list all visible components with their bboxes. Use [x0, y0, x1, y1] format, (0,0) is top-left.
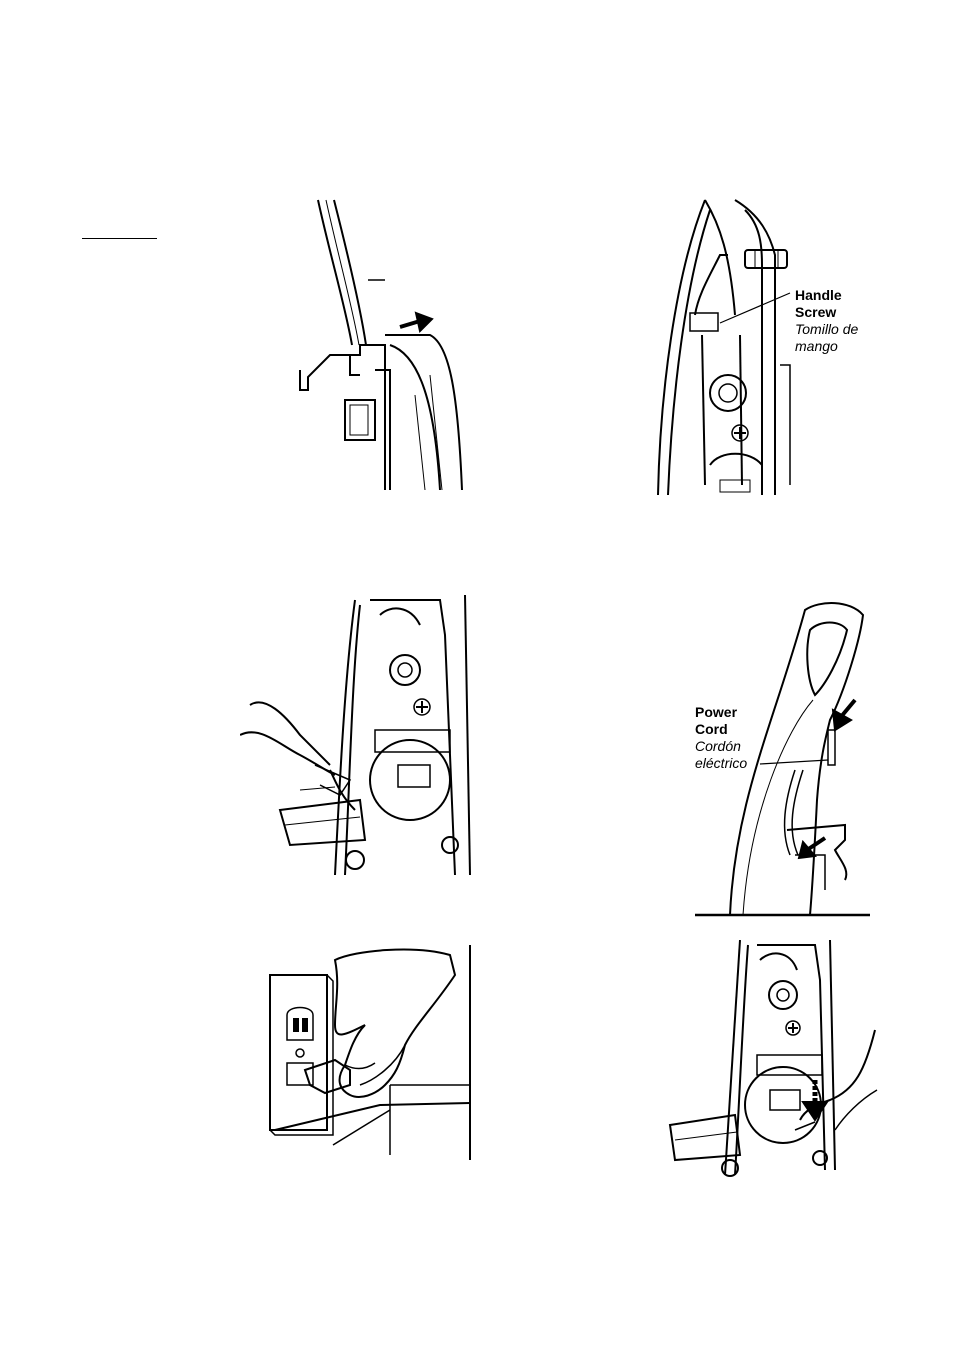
- header-rule: [82, 238, 157, 239]
- pointer-line: [720, 293, 790, 323]
- power-cord-es-2: eléctrico: [695, 755, 747, 772]
- handle-screw-en-1: Handle: [795, 287, 858, 304]
- plus-screw-icon: [414, 699, 430, 715]
- plus-screw-icon: [732, 425, 748, 441]
- figure-unplug-outlet: [265, 945, 475, 1165]
- power-cord-label: Power Cord Cordón eléctrico: [695, 704, 747, 772]
- figure-handle-screw: [650, 195, 800, 495]
- power-cord-es-1: Cordón: [695, 738, 747, 755]
- handle-screw-es-2: mango: [795, 338, 858, 355]
- handle-screw-en-2: Screw: [795, 304, 858, 321]
- figure-release-pedal: [665, 940, 880, 1180]
- pointer-line: [760, 760, 828, 764]
- arrow-right-icon: [400, 313, 432, 331]
- power-cord-en-1: Power: [695, 704, 747, 721]
- figure-handle-removal: [290, 195, 470, 495]
- handle-screw-label: Handle Screw Tomillo de mango: [795, 287, 858, 355]
- figure-hand-on-base: [240, 595, 475, 880]
- power-cord-en-2: Cord: [695, 721, 747, 738]
- plus-screw-icon: [786, 1021, 800, 1035]
- outlet-icon: [287, 1008, 313, 1086]
- handle-screw-es-1: Tomillo de: [795, 321, 858, 338]
